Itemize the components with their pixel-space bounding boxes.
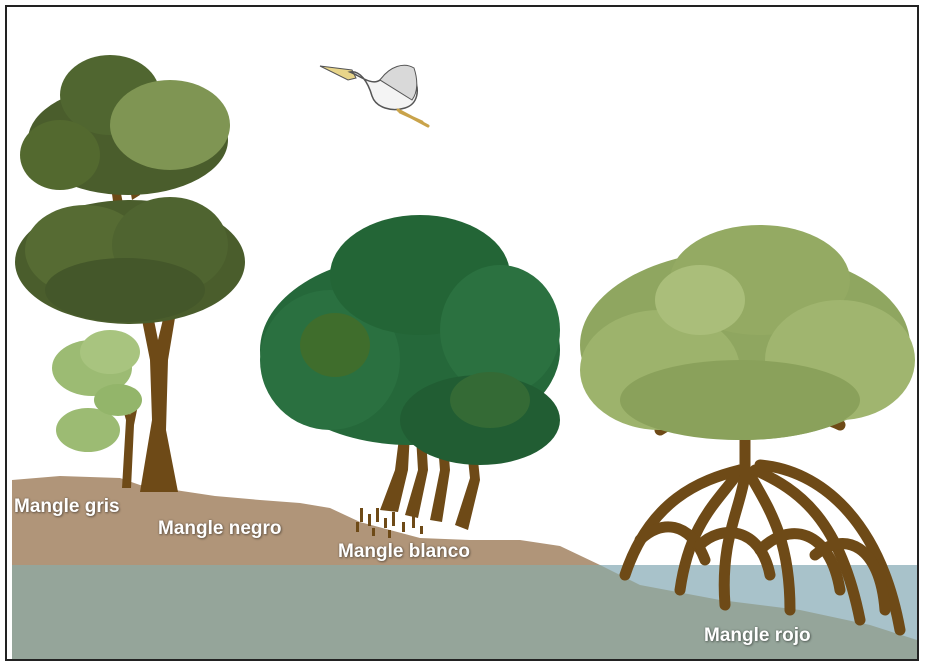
label-mangle-rojo: Mangle rojo [704,625,811,647]
label-mangle-blanco: Mangle blanco [338,541,470,563]
label-mangle-negro: Mangle negro [158,518,282,540]
label-mangle-gris: Mangle gris [14,496,120,518]
